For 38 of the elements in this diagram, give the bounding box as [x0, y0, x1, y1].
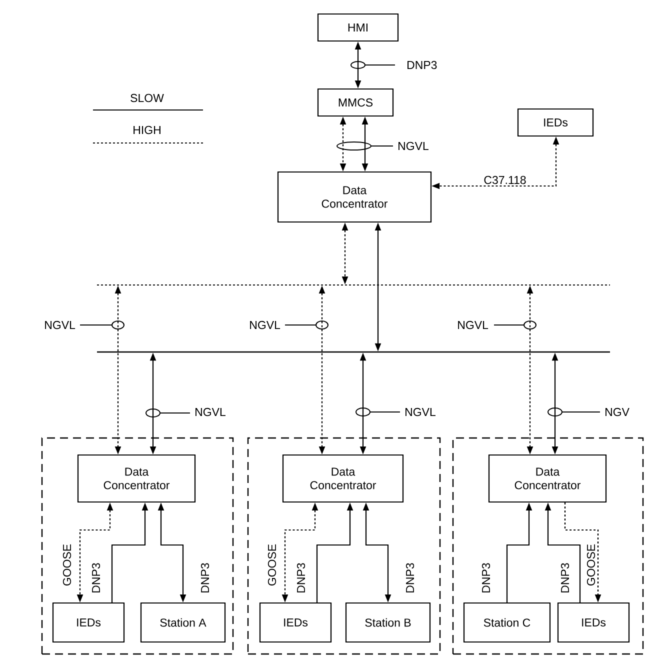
concentrator-box: Data Concentrator	[282, 454, 404, 503]
concentrator-box: Data Concentrator	[277, 171, 432, 223]
bus-line	[96, 284, 610, 286]
edge-label: NGVL	[248, 320, 282, 330]
concentrator-box: Data Concentrator	[488, 454, 607, 503]
edge-label: C37.118	[482, 174, 528, 186]
edge-label: NGVL	[396, 140, 430, 152]
device-box: HMI	[317, 13, 399, 42]
edge-label: DNP3	[480, 562, 492, 594]
edge-label: NGVL	[404, 406, 437, 418]
legend-label: SLOW	[130, 94, 164, 102]
device-box: Station A	[140, 602, 226, 643]
device-box: IEDs	[517, 108, 594, 137]
edge-label: DNP3	[90, 562, 102, 594]
station-group-box	[41, 437, 234, 655]
bus-line	[96, 351, 611, 353]
edge-label: DNP3	[200, 562, 210, 594]
device-box: IEDs	[52, 602, 125, 643]
edge-label: DNP3	[406, 60, 438, 70]
device-box: Station C	[463, 602, 551, 643]
concentrator-box: Data Concentrator	[77, 454, 196, 503]
device-box: IEDs	[557, 602, 630, 643]
edge-label: DNP3	[296, 562, 306, 594]
edge-label: NGVL	[43, 320, 76, 330]
legend-label: HIGH	[134, 126, 160, 134]
edge-label: GOOSE	[266, 542, 278, 588]
edge-label: NGVL	[194, 406, 227, 418]
device-box: IEDs	[259, 602, 332, 643]
edge-label: NGV	[604, 406, 630, 418]
edge-label: DNP3	[404, 562, 416, 594]
device-box: Station B	[345, 602, 431, 643]
edge-label: GOOSE	[586, 542, 596, 588]
station-group-box	[452, 437, 644, 655]
device-box: MMCS	[317, 88, 394, 117]
edge-label: DNP3	[560, 562, 570, 594]
edge-label: NGVL	[456, 320, 490, 330]
edge-label: GOOSE	[62, 542, 72, 588]
station-group-box	[247, 437, 441, 655]
